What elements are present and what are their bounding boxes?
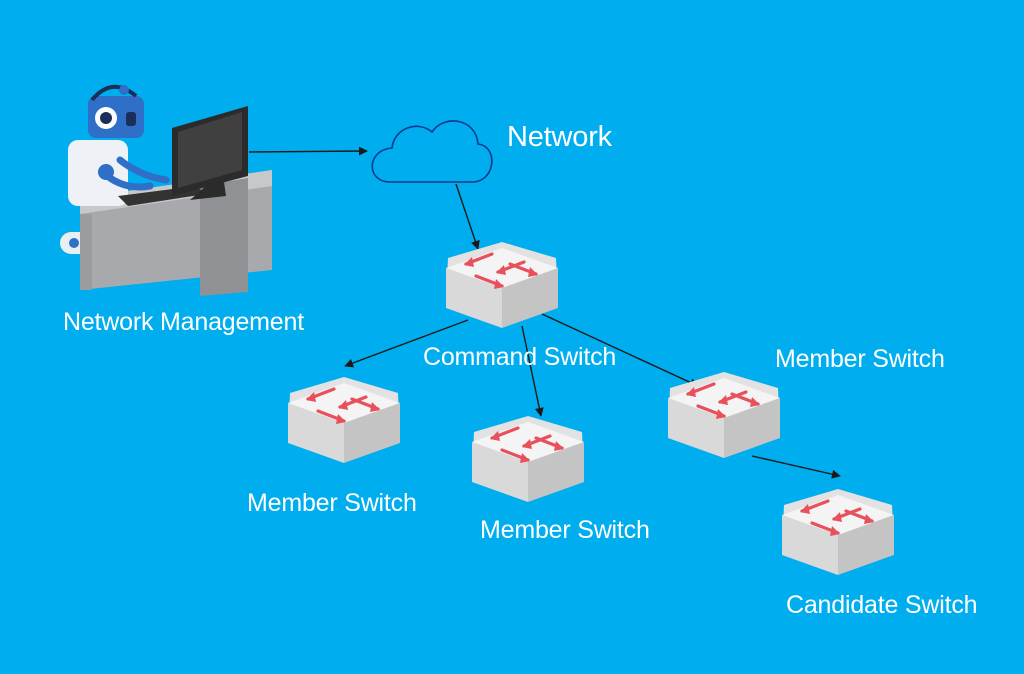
switch-member-mid [470,414,586,504]
network-switch-icon [470,414,586,504]
edge-network-to-command [455,183,480,250]
edge-member-right-to-candidate [751,455,841,479]
switch-member-left [286,375,402,465]
member-switch-left-label: Member Switch [247,489,417,517]
cloud-icon [371,120,493,183]
edge-command-to-member-right [541,313,699,387]
network-switch-icon [286,375,402,465]
switch-member-right [666,370,782,460]
switch-candidate [780,487,896,577]
network-switch-icon [666,370,782,460]
network-label: Network [507,121,612,153]
connection-lines [248,146,841,479]
member-switch-right-label: Member Switch [775,345,945,373]
network-switch-icon [780,487,896,577]
network-switch-icon [444,240,560,330]
command-switch-label: Command Switch [423,343,617,371]
member-switch-mid-label: Member Switch [480,516,650,544]
edge-command-to-member-mid [521,325,544,417]
edge-management-to-network [248,146,368,156]
candidate-switch-label: Candidate Switch [786,591,978,619]
switch-command [444,240,560,330]
network-management-label: Network Management [63,308,304,336]
robot-at-computer-icon [60,85,272,296]
edge-command-to-member-left [344,319,469,368]
